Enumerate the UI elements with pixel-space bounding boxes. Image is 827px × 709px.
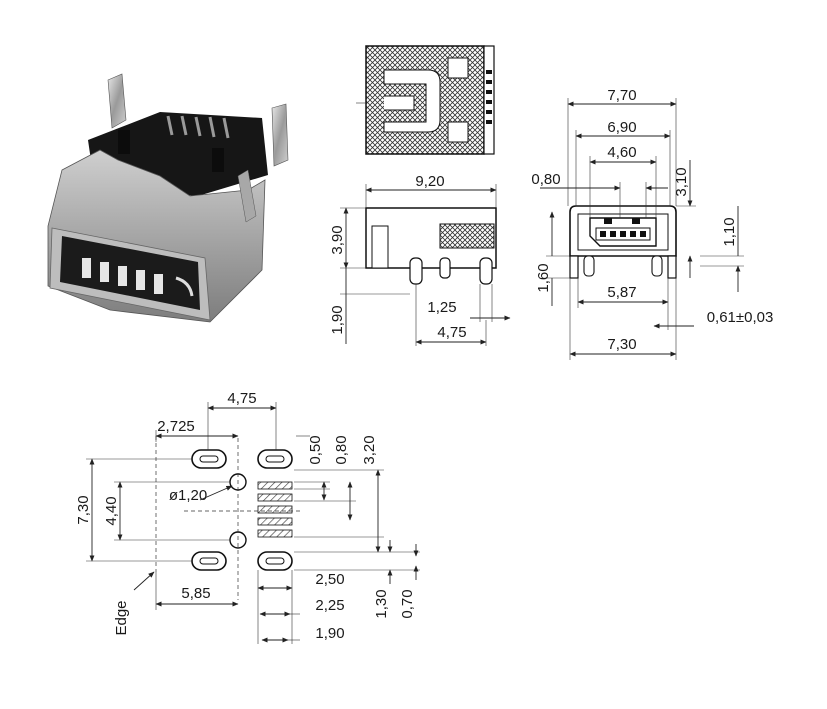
dim-fp-130: 1,30 [373, 589, 390, 618]
front-view: 7,70 6,90 4,60 0,80 3,10 1,10 1,60 [531, 87, 773, 360]
dim-fp-440: 4,40 [103, 496, 120, 525]
dim-side-pin-offset: 1,25 [427, 299, 456, 316]
dim-front-side: 0,80 [531, 171, 560, 188]
dim-fp-320: 3,20 [361, 435, 378, 464]
dim-front-base: 1,60 [535, 263, 552, 292]
dim-front-foot: 7,30 [607, 336, 636, 353]
dim-fp-585: 5,85 [181, 585, 210, 602]
mini-usb-connector-photo [47, 73, 289, 323]
dim-front-height: 3,10 [673, 167, 690, 196]
dim-side-height: 3,90 [329, 225, 346, 254]
dim-side-pin-span: 4,75 [437, 324, 466, 341]
dim-front-pitch-tol: 0,61±0,03 [707, 309, 774, 326]
top-view [356, 45, 495, 155]
dim-front-pin-height: 1,10 [721, 217, 738, 246]
dim-side-width: 9,20 [415, 173, 444, 190]
dim-fp-070: 0,70 [399, 589, 416, 618]
edge-label: Edge [113, 600, 130, 635]
pcb-footprint: 4,75 2,725 0,50 0,80 3,20 7,30 4,40 ø1,2… [75, 390, 420, 644]
dim-front-overall: 7,70 [607, 87, 636, 104]
dim-fp-edge-offset: 2,725 [157, 418, 195, 435]
dim-fp-hole: ø1,20 [169, 487, 207, 504]
dim-side-leg: 1,90 [329, 305, 346, 334]
dim-fp-225: 2,25 [315, 597, 344, 614]
dim-fp-080: 0,80 [333, 435, 350, 464]
dim-front-opening: 4,60 [607, 144, 636, 161]
side-view: 9,20 3,90 1,90 1,25 4,75 [329, 173, 511, 346]
dim-fp-250: 2,50 [315, 571, 344, 588]
dim-fp-190: 1,90 [315, 625, 344, 642]
dim-fp-730: 7,30 [75, 495, 92, 524]
dim-fp-pad-span: 4,75 [227, 390, 256, 407]
dim-front-shell: 6,90 [607, 119, 636, 136]
dim-fp-050: 0,50 [307, 435, 324, 464]
dim-front-legs: 5,87 [607, 284, 636, 301]
